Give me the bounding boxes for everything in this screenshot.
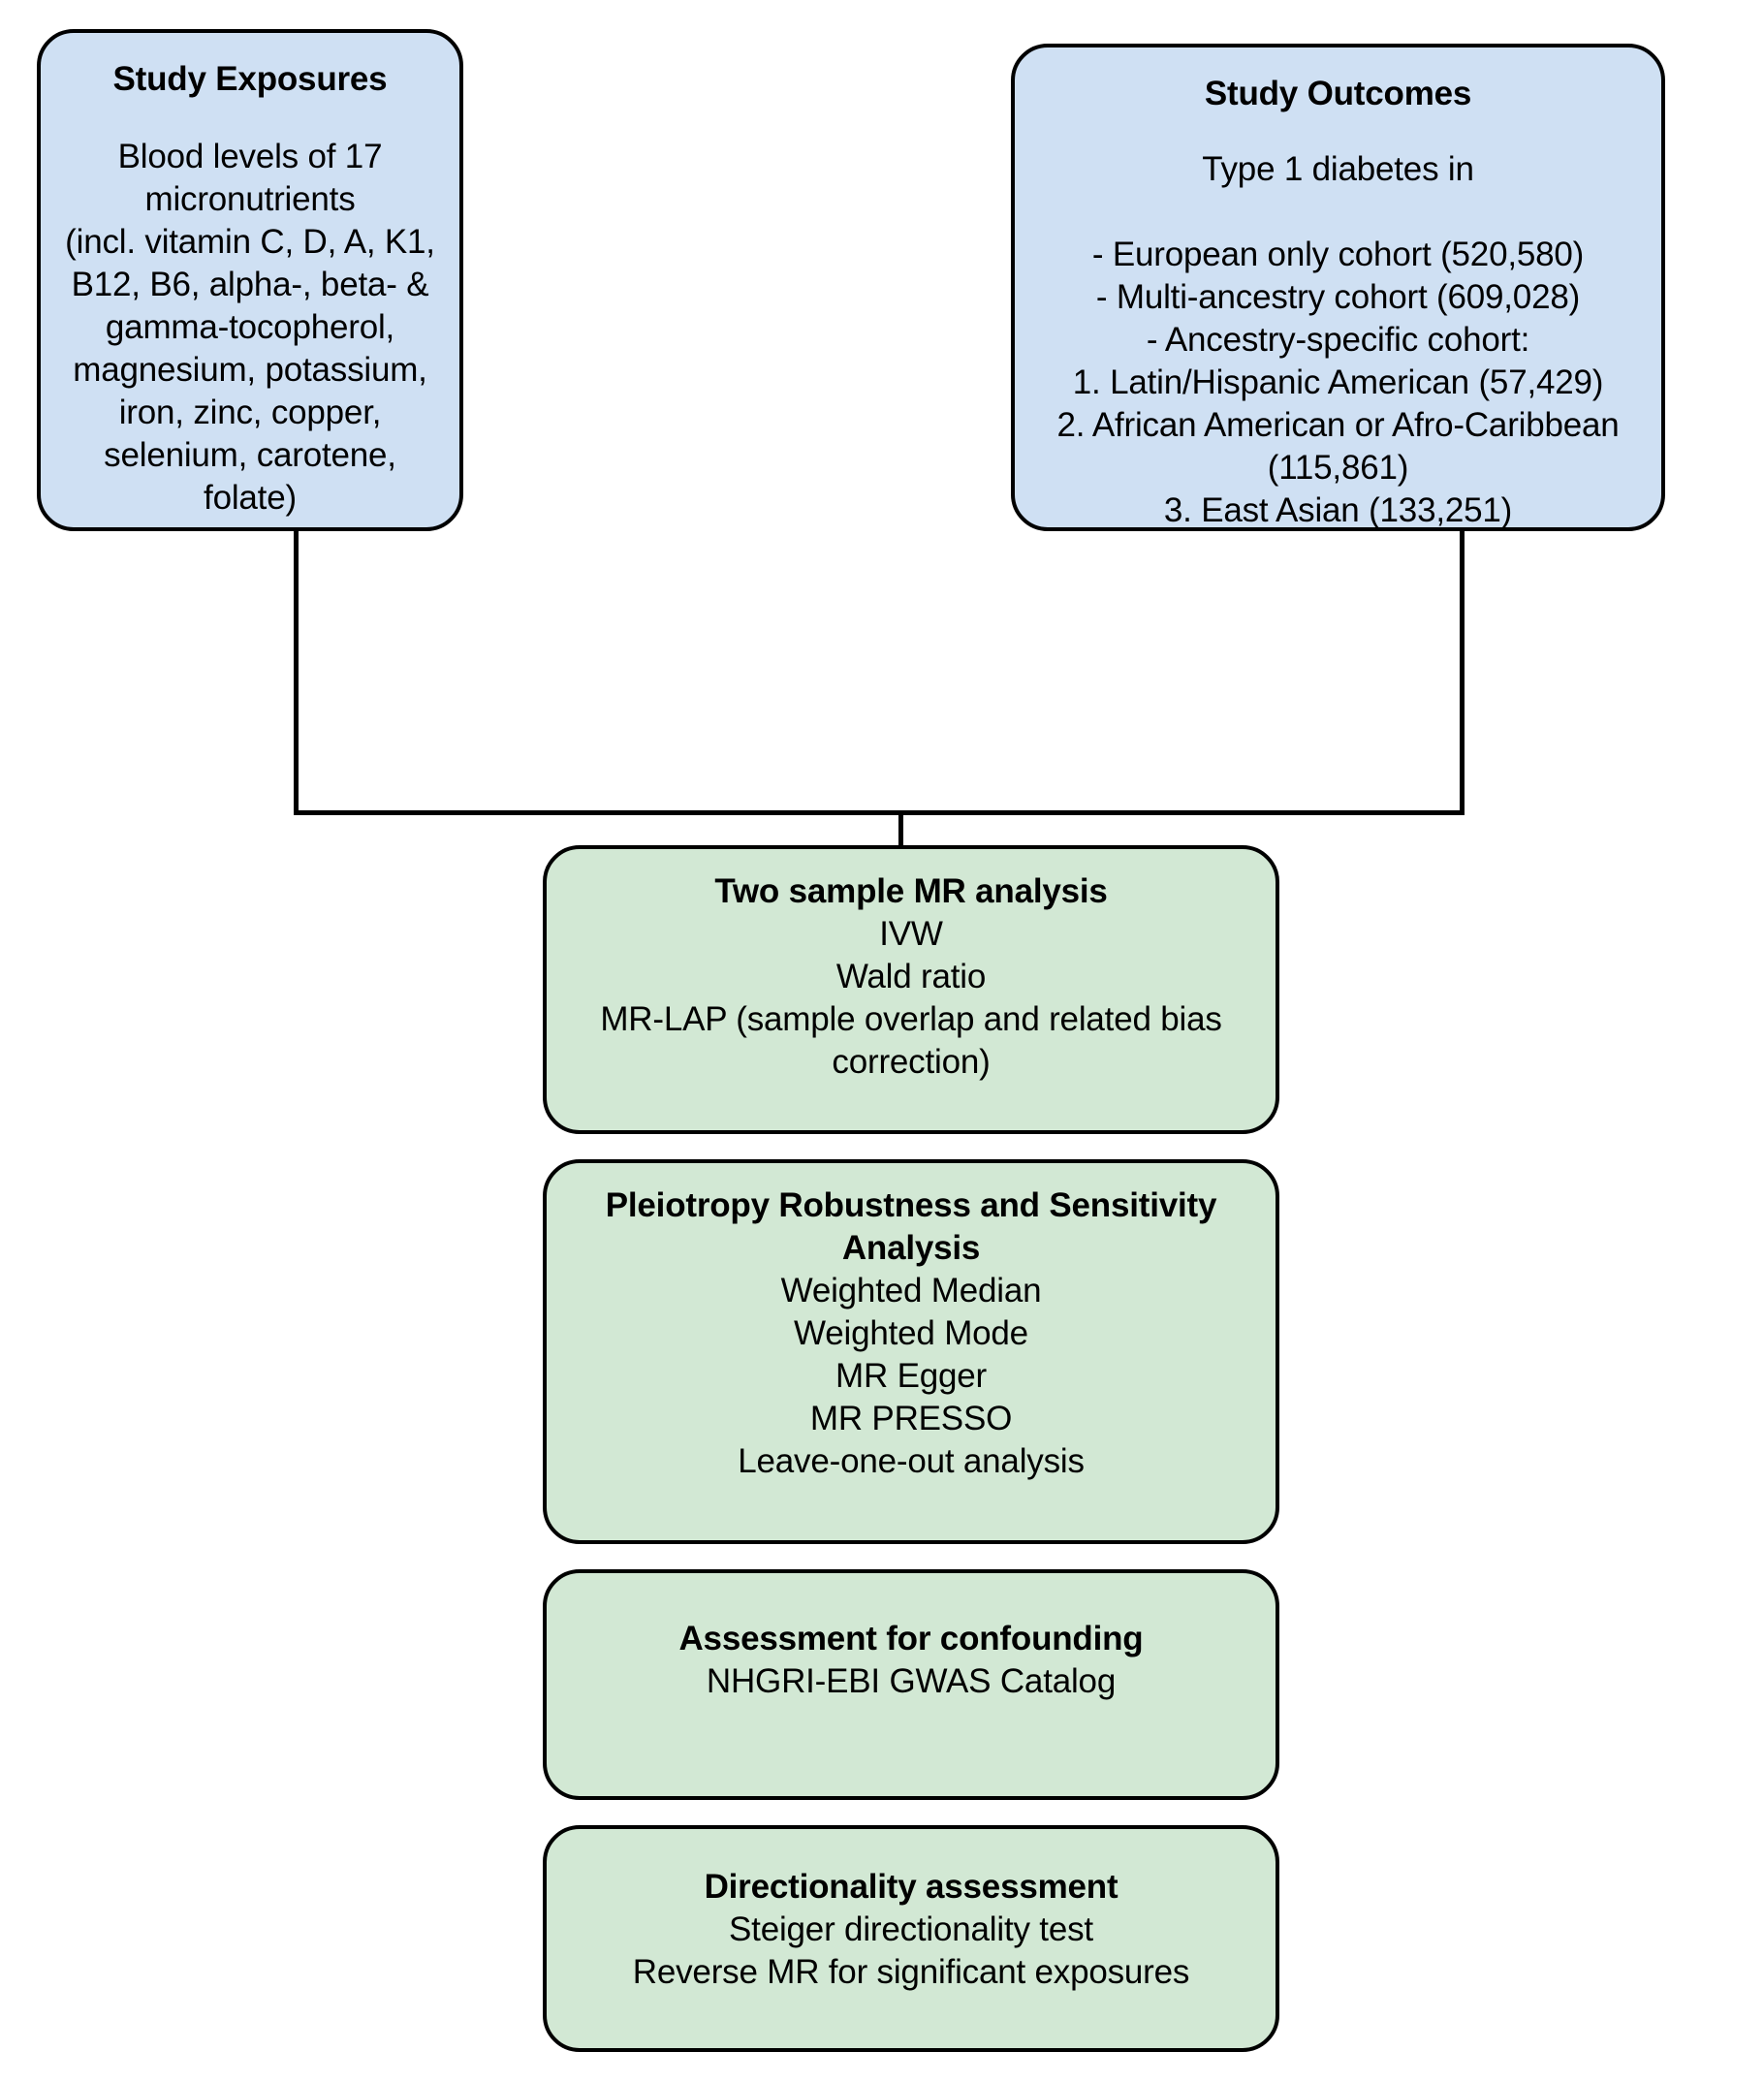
node-study-outcomes-title: Study Outcomes: [1204, 75, 1472, 112]
node-study-exposures: Study Exposures Blood levels of 17 micro…: [37, 29, 463, 531]
node-pleiotropy-robustness: Pleiotropy Robustness and Sensitivity An…: [543, 1159, 1279, 1544]
node-assessment-for-confounding: Assessment for confounding NHGRI-EBI GWA…: [543, 1569, 1279, 1800]
connector-outcomes-down: [1460, 531, 1465, 814]
node-directionality-assessment-title: Directionality assessment: [704, 1868, 1118, 1906]
node-assessment-for-confounding-title: Assessment for confounding: [678, 1620, 1144, 1657]
node-study-exposures-body: Blood levels of 17 micronutrients (incl.…: [65, 138, 435, 517]
node-directionality-assessment: Directionality assessment Steiger direct…: [543, 1825, 1279, 2052]
connector-horizontal-join: [294, 810, 1465, 815]
node-pleiotropy-robustness-body: Weighted Median Weighted Mode MR Egger M…: [738, 1272, 1085, 1480]
node-two-sample-mr-analysis-title: Two sample MR analysis: [714, 872, 1108, 910]
node-study-outcomes: Study Outcomes Type 1 diabetes in - Euro…: [1011, 44, 1665, 531]
node-two-sample-mr-analysis-body: IVW Wald ratio MR-LAP (sample overlap an…: [600, 915, 1222, 1081]
node-pleiotropy-robustness-title: Pleiotropy Robustness and Sensitivity An…: [605, 1186, 1217, 1267]
connector-exposures-down: [294, 531, 299, 814]
node-study-exposures-title: Study Exposures: [112, 60, 388, 98]
node-directionality-assessment-body: Steiger directionality test Reverse MR f…: [632, 1910, 1190, 1991]
node-two-sample-mr-analysis: Two sample MR analysis IVW Wald ratio MR…: [543, 845, 1279, 1134]
node-assessment-for-confounding-body: NHGRI-EBI GWAS Catalog: [706, 1662, 1117, 1700]
connector-center-down: [898, 810, 903, 849]
node-study-outcomes-body: Type 1 diabetes in - European only cohor…: [1056, 150, 1620, 529]
